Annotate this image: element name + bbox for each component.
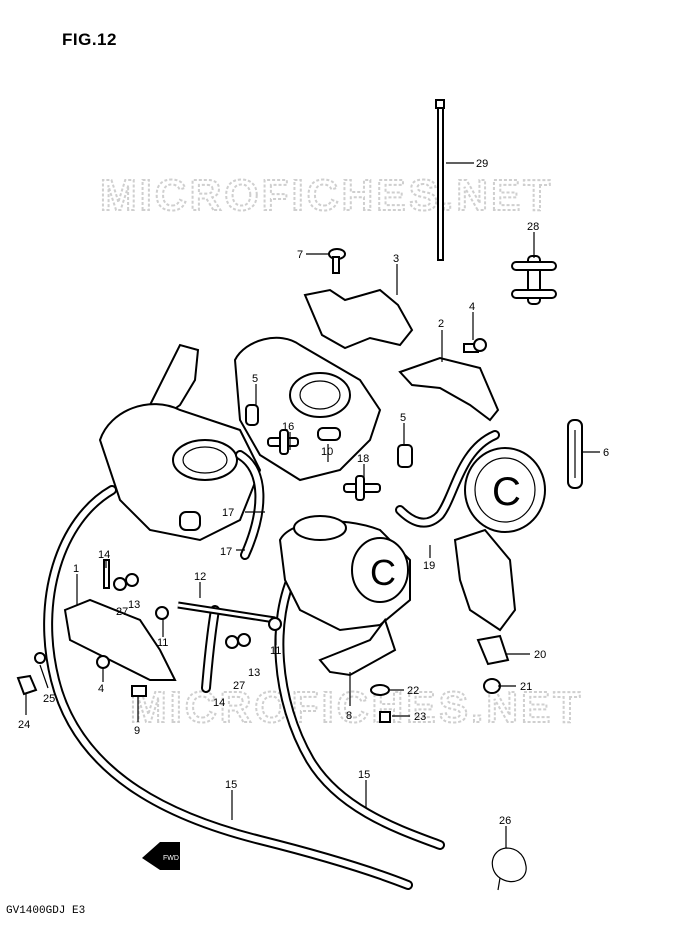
clip-26 (491, 847, 527, 891)
carburetor-left (98, 403, 262, 542)
bolt-21 (483, 678, 501, 694)
callout-19: 19 (423, 560, 435, 572)
washer-27-a (113, 577, 127, 591)
callout-24: 24 (18, 719, 30, 731)
callout-21: 21 (520, 681, 532, 693)
rod-12 (177, 601, 276, 624)
callout-20: 20 (534, 649, 546, 661)
callout-7: 7 (297, 249, 303, 261)
callout-22: 22 (407, 685, 419, 697)
joint-28 (511, 255, 557, 305)
hose-15-left (43, 485, 413, 890)
callout-13-b: 13 (248, 667, 260, 679)
bracket-2 (398, 356, 500, 422)
screw-9 (131, 685, 147, 697)
fwd-label: FWD (163, 855, 179, 862)
fwd-arrow: FWD (142, 842, 180, 870)
spring-25 (34, 652, 46, 664)
callout-18: 18 (357, 453, 369, 465)
callout-28: 28 (527, 221, 539, 233)
callout-11-b: 11 (270, 645, 281, 657)
bolt-4-bottom (96, 655, 110, 669)
svg-text:C: C (370, 552, 396, 593)
nut-13-a (125, 573, 139, 587)
callout-11-a: 11 (157, 637, 168, 649)
callout-23: 23 (414, 711, 426, 723)
bolt-4-top (463, 338, 487, 353)
bracket-8 (318, 617, 397, 677)
hose-15-right (274, 565, 445, 850)
screw-7 (328, 248, 346, 274)
nut-27-b (225, 635, 239, 649)
callout-17-a: 17 (222, 507, 234, 519)
callout-4-top: 4 (469, 301, 475, 313)
nut-11-b (268, 617, 282, 631)
callout-14-a: 14 (98, 549, 110, 561)
callout-6: 6 (603, 447, 609, 459)
carburetor-cover-right: C (464, 447, 546, 533)
callout-9: 9 (134, 725, 140, 737)
callout-2: 2 (438, 318, 444, 330)
callout-15-a: 15 (225, 779, 237, 791)
nut-13-b (237, 633, 251, 647)
cable-tie-29 (435, 99, 445, 261)
nut-11-a (155, 606, 169, 620)
callout-29: 29 (476, 158, 488, 170)
watermark-top: MICROFICHES.NET (100, 171, 553, 220)
svg-text:C: C (492, 470, 521, 514)
callout-16: 16 (282, 421, 294, 433)
callout-1: 1 (73, 563, 79, 575)
bracket-6 (567, 419, 583, 489)
callout-8: 8 (346, 710, 352, 722)
bracket-3 (303, 288, 414, 350)
plate-1 (63, 598, 177, 681)
watermark-bottom: MICROFICHES.NET (130, 683, 583, 732)
cap-5-right (397, 444, 413, 468)
cap-24 (16, 674, 38, 696)
callout-26: 26 (499, 815, 511, 827)
callout-4-bottom: 4 (98, 683, 104, 695)
washer-22 (370, 684, 390, 696)
callout-14-b: 14 (213, 697, 225, 709)
callout-15-b: 15 (358, 769, 370, 781)
callout-5-right: 5 (400, 412, 406, 424)
joint-18 (343, 475, 381, 501)
callout-27-a: 27 (116, 606, 128, 618)
figure-title: FIG.12 (62, 30, 117, 49)
callout-10: 10 (321, 446, 333, 458)
carburetor-front: C (278, 515, 411, 632)
cap-5-left (245, 404, 259, 426)
model-code: GV1400GDJ E3 (6, 905, 86, 917)
bracket-right (453, 528, 517, 632)
bracket-20 (476, 634, 510, 666)
callout-labels: 29 28 7 3 4 2 5 5 16 10 18 6 17 17 14 1 … (18, 158, 609, 827)
callout-5-left: 5 (252, 373, 258, 385)
callout-25: 25 (43, 693, 55, 705)
cap-10 (317, 427, 341, 441)
callout-27-b: 27 (233, 680, 245, 692)
joint-16 (267, 429, 299, 455)
callout-3: 3 (393, 253, 399, 265)
callout-13-a: 13 (128, 599, 140, 611)
callout-17-b: 17 (220, 546, 232, 558)
callout-12: 12 (194, 571, 206, 583)
leader-lines (25, 162, 600, 848)
screw-23 (379, 711, 391, 723)
